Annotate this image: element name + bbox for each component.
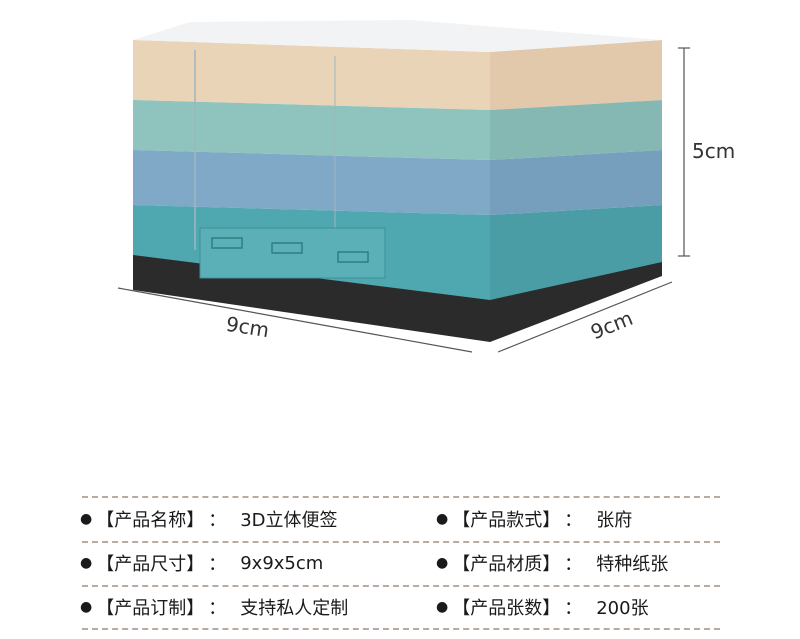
height-dimension-label: 5cm <box>692 139 736 163</box>
spec-item: ● 【产品订制】 ： 支持私人定制 <box>80 587 348 627</box>
bullet-icon: ● <box>80 555 93 571</box>
peach-layer <box>133 40 490 110</box>
white-top-layer <box>133 20 662 52</box>
bullet-icon: ● <box>436 511 449 527</box>
memo-block-illustration <box>117 20 690 353</box>
spec-key: 【产品尺寸】 <box>96 554 205 575</box>
spec-key: 【产品订制】 <box>96 598 205 619</box>
teal-layer <box>133 100 490 160</box>
spec-item: ● 【产品尺寸】 ： 9x9x5cm <box>80 543 323 583</box>
spec-value: 张府 <box>596 510 633 531</box>
divider <box>82 585 720 587</box>
spec-item: ● 【产品张数】 ： 200张 <box>436 587 649 627</box>
spec-value: 支持私人定制 <box>240 598 349 619</box>
spec-value: 9x9x5cm <box>240 552 324 574</box>
divider <box>82 541 720 543</box>
spec-value: 3D立体便签 <box>240 510 338 531</box>
spec-value: 200张 <box>596 598 649 619</box>
spec-key: 【产品张数】 <box>452 598 561 619</box>
spec-item: ● 【产品材质】 ： 特种纸张 <box>436 543 668 583</box>
spec-row: ● 【产品名称】 ： 3D立体便签 ● 【产品款式】 ： 张府 <box>80 499 740 539</box>
spec-row: ● 【产品订制】 ： 支持私人定制 ● 【产品张数】 ： 200张 <box>80 587 740 627</box>
spec-value: 特种纸张 <box>596 554 669 575</box>
divider <box>82 628 720 630</box>
spec-key: 【产品名称】 <box>96 510 205 531</box>
spec-item: ● 【产品名称】 ： 3D立体便签 <box>80 499 338 539</box>
bullet-icon: ● <box>80 511 93 527</box>
bullet-icon: ● <box>436 599 449 615</box>
bullet-icon: ● <box>80 599 93 615</box>
spec-item: ● 【产品款式】 ： 张府 <box>436 499 632 539</box>
divider <box>82 496 720 498</box>
bullet-icon: ● <box>436 555 449 571</box>
blue-layer <box>133 150 490 215</box>
spec-key: 【产品材质】 <box>452 554 561 575</box>
spec-row: ● 【产品尺寸】 ： 9x9x5cm ● 【产品材质】 ： 特种纸张 <box>80 543 740 583</box>
spec-key: 【产品款式】 <box>452 510 561 531</box>
